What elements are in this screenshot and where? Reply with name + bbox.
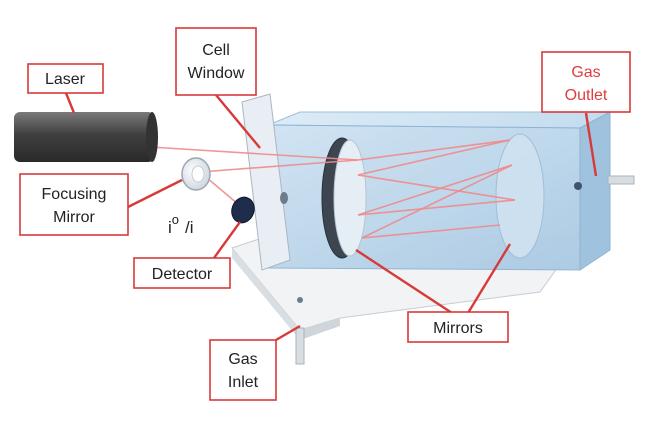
laser-beam xyxy=(149,146,359,161)
gas-outlet-pipe xyxy=(607,175,635,185)
label-mirrors-box xyxy=(407,311,509,343)
gas-outlet-leader xyxy=(584,112,598,177)
focusing-mirror-leader xyxy=(127,178,183,209)
intensity-ratio-rest: /i xyxy=(185,218,194,237)
label-gas-outlet-line2: Outlet xyxy=(565,87,608,104)
laser-device xyxy=(14,112,158,162)
laser-beam xyxy=(357,199,516,216)
gas-outlet-fitting xyxy=(574,182,582,190)
label-focusing-mirror-line1: Focusing xyxy=(42,186,107,203)
mirrors-leader-far xyxy=(466,243,512,314)
label-cell-window-line1: Cell xyxy=(202,42,230,59)
cell-window-screw xyxy=(280,192,288,204)
focusing-mirror-face xyxy=(191,165,205,183)
focusing-mirror xyxy=(181,157,211,191)
laser-aperture xyxy=(146,112,158,162)
near-mirror-face xyxy=(333,139,367,257)
label-gas-outlet-box xyxy=(541,51,631,113)
label-gas-inlet-line2: Inlet xyxy=(228,374,259,391)
intensity-superscript-o: o xyxy=(172,212,179,227)
label-gas-outlet-line1: Gas xyxy=(571,64,600,81)
laser-beam xyxy=(357,139,511,161)
mirrors-leader-near xyxy=(355,248,453,315)
cell-window-plate xyxy=(241,93,291,271)
label-cell-window-box xyxy=(175,27,257,96)
cell-window-leader xyxy=(215,94,261,149)
leader-lines xyxy=(64,92,598,342)
base-plate-edge xyxy=(232,248,300,340)
label-laser: Laser xyxy=(27,63,104,94)
intensity-ratio-label: io/i xyxy=(168,212,194,237)
far-mirror xyxy=(495,133,545,259)
label-gas-inlet-box xyxy=(209,339,277,401)
gas-inlet-leader xyxy=(275,324,301,342)
label-detector-box xyxy=(133,257,231,289)
gas-inlet-pipe xyxy=(295,327,305,365)
base-screw xyxy=(297,297,303,303)
laser-beam xyxy=(357,139,511,176)
detector-leader xyxy=(213,221,241,259)
laser-beam xyxy=(361,224,501,239)
label-detector: Detector xyxy=(133,257,231,289)
label-gas-inlet: Gas Inlet xyxy=(209,339,277,401)
base-plate-front-edge xyxy=(300,318,340,340)
label-mirrors-text: Mirrors xyxy=(433,320,483,337)
label-focusing-mirror-line2: Mirror xyxy=(53,209,95,226)
laser-leader xyxy=(64,92,76,114)
label-mirrors: Mirrors xyxy=(407,311,509,343)
intensity-i: i xyxy=(168,218,172,237)
label-laser-text: Laser xyxy=(45,71,86,88)
laser-beam xyxy=(357,164,513,216)
label-gas-inlet-line1: Gas xyxy=(228,351,257,368)
label-focusing-mirror: Focusing Mirror xyxy=(19,173,129,236)
laser-beam xyxy=(361,164,513,239)
label-laser-box xyxy=(27,63,104,94)
label-detector-text: Detector xyxy=(152,266,213,283)
label-focusing-mirror-box xyxy=(19,173,129,236)
laser-beam xyxy=(357,174,516,201)
label-cell-window: Cell Window xyxy=(175,27,257,96)
label-cell-window-line2: Window xyxy=(188,65,245,82)
laser-body xyxy=(14,112,154,162)
laser-beam xyxy=(199,159,359,173)
cell-side-face xyxy=(579,111,611,271)
label-gas-outlet: Gas Outlet xyxy=(541,51,631,113)
